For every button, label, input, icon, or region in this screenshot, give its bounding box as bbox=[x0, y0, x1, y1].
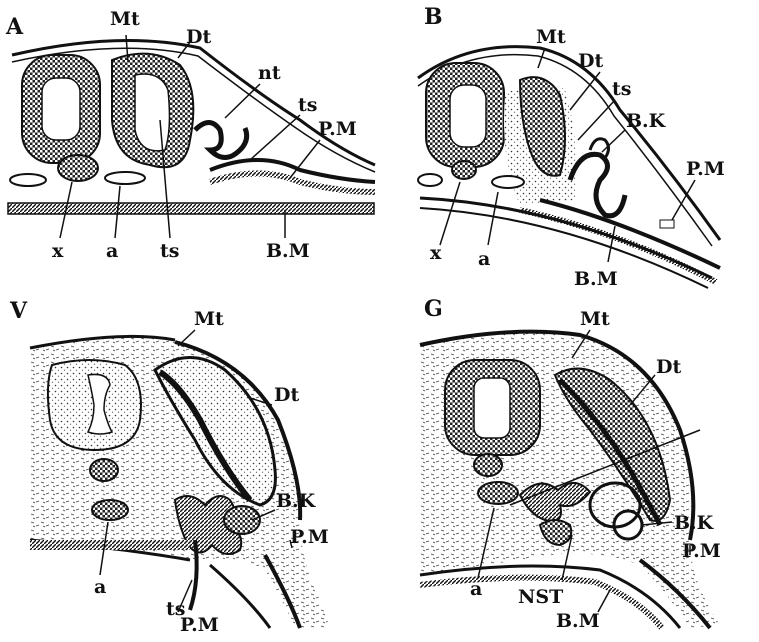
label-nst: NST bbox=[518, 588, 563, 607]
label-a: a bbox=[470, 580, 482, 599]
label-pm: P.M bbox=[290, 528, 329, 547]
label-x: x bbox=[430, 244, 441, 263]
label-bm: B.M bbox=[556, 612, 600, 631]
label-bk: B.K bbox=[276, 492, 315, 511]
label-bm: B.M bbox=[266, 242, 310, 261]
label-bk: B.K bbox=[626, 112, 665, 131]
label-pm: P.M bbox=[180, 616, 219, 635]
panel-b bbox=[418, 47, 720, 288]
label-bm: B.M bbox=[574, 270, 618, 289]
label-a: a bbox=[478, 250, 490, 269]
label-mt: Mt bbox=[580, 310, 610, 329]
panel-g-letter: G bbox=[424, 298, 443, 320]
label-dt: Dt bbox=[578, 52, 603, 71]
label-bk: B.K bbox=[674, 514, 713, 533]
label-a: a bbox=[94, 578, 106, 597]
label-a: a bbox=[106, 242, 118, 261]
label-x: x bbox=[52, 242, 63, 261]
label-dt: Dt bbox=[186, 28, 211, 47]
label-dt: Dt bbox=[274, 386, 299, 405]
label-mt: Mt bbox=[194, 310, 224, 329]
panel-b-letter: B bbox=[424, 6, 443, 28]
panel-v-letter: V bbox=[10, 300, 27, 322]
panel-v bbox=[30, 330, 330, 628]
label-dt: Dt bbox=[656, 358, 681, 377]
label-pm: P.M bbox=[686, 160, 725, 179]
label-pm: P.M bbox=[318, 120, 357, 139]
label-nt: nt bbox=[258, 64, 281, 83]
label-ts: ts bbox=[298, 96, 317, 115]
panel-a-letter: A bbox=[6, 16, 23, 38]
label-mt: Mt bbox=[110, 10, 140, 29]
label-pm: P.M bbox=[682, 542, 721, 561]
label-mt: Mt bbox=[536, 28, 566, 47]
label-ts: ts bbox=[160, 242, 179, 261]
label-ts: ts bbox=[612, 80, 631, 99]
